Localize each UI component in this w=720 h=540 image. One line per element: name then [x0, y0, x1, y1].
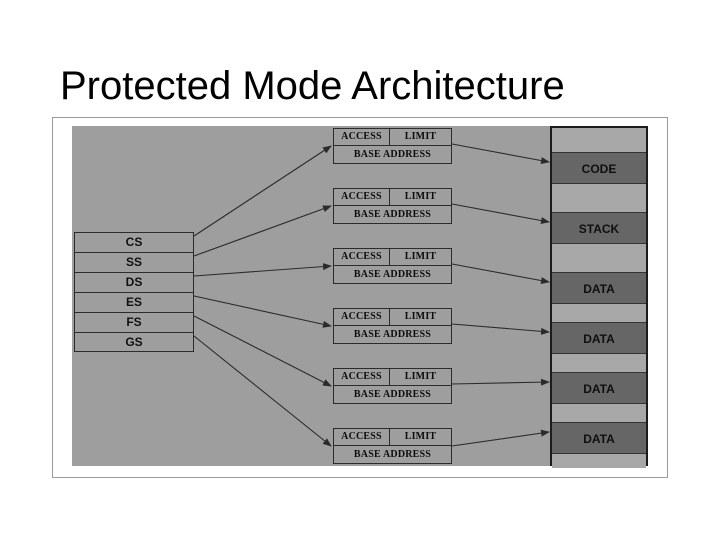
arrow-descriptor-3-to-data-1 — [451, 263, 550, 284]
arrow-descriptor-2-to-stack — [451, 203, 550, 224]
descriptor-header-row: ACCESS LIMIT — [334, 249, 451, 266]
segment-register-block: CS SS DS ES FS GS — [74, 232, 194, 352]
arrow-ds-to-descriptor-3 — [193, 263, 332, 277]
physical-memory-column: CODE STACK DATA DATA DATA DATA — [550, 126, 648, 468]
descriptor-base-address-field: BASE ADDRESS — [353, 329, 432, 340]
memory-segment-label: STACK — [578, 222, 620, 236]
memory-free-block — [552, 184, 646, 212]
descriptor-header-row: ACCESS LIMIT — [334, 309, 451, 326]
arrow-es-to-descriptor-4 — [193, 295, 332, 328]
memory-free-block — [552, 354, 646, 372]
sidebar-item-fs[interactable]: FS — [75, 313, 193, 333]
memory-segment-label: DATA — [583, 282, 615, 296]
descriptor-header-row: ACCESS LIMIT — [334, 369, 451, 386]
descriptor-table-1[interactable]: ACCESS LIMIT BASE ADDRESS — [333, 128, 452, 164]
memory-free-block — [552, 454, 646, 468]
descriptor-access-field: ACCESS — [334, 249, 390, 265]
descriptor-limit-field: LIMIT — [404, 431, 437, 442]
descriptor-access-field: ACCESS — [334, 129, 390, 145]
descriptor-header-row: ACCESS LIMIT — [334, 129, 451, 146]
descriptor-table-3[interactable]: ACCESS LIMIT BASE ADDRESS — [333, 248, 452, 284]
descriptor-table-4[interactable]: ACCESS LIMIT BASE ADDRESS — [333, 308, 452, 344]
descriptor-base-address-field: BASE ADDRESS — [353, 449, 432, 460]
sidebar-item-cs[interactable]: CS — [75, 233, 193, 253]
arrow-ss-to-descriptor-2 — [193, 205, 332, 257]
descriptor-table-5[interactable]: ACCESS LIMIT BASE ADDRESS — [333, 368, 452, 404]
arrow-cs-to-descriptor-1 — [193, 145, 332, 237]
descriptor-table-2[interactable]: ACCESS LIMIT BASE ADDRESS — [333, 188, 452, 224]
descriptor-limit-field: LIMIT — [404, 311, 437, 322]
sidebar-item-es[interactable]: ES — [75, 293, 193, 313]
memory-free-block — [552, 244, 646, 272]
descriptor-limit-field: LIMIT — [404, 191, 437, 202]
descriptor-access-field: ACCESS — [334, 369, 390, 385]
sidebar-item-ss[interactable]: SS — [75, 253, 193, 273]
memory-segment-label: DATA — [583, 332, 615, 346]
descriptor-header-row: ACCESS LIMIT — [334, 429, 451, 446]
descriptor-limit-field: LIMIT — [404, 251, 437, 262]
descriptor-base-address-field: BASE ADDRESS — [353, 269, 432, 280]
descriptor-access-field: ACCESS — [334, 189, 390, 205]
descriptor-base-address-field: BASE ADDRESS — [353, 389, 432, 400]
memory-segment-label: DATA — [583, 432, 615, 446]
memory-segment-label: DATA — [583, 382, 615, 396]
memory-segment-data-2[interactable]: DATA — [552, 322, 646, 354]
arrow-descriptor-6-to-data-4 — [451, 429, 550, 447]
memory-segment-stack[interactable]: STACK — [552, 212, 646, 244]
memory-free-block — [552, 304, 646, 322]
memory-segment-code[interactable]: CODE — [552, 152, 646, 184]
memory-segment-label: CODE — [581, 162, 617, 176]
arrow-gs-to-descriptor-6 — [193, 335, 332, 447]
descriptor-base-address-field: BASE ADDRESS — [353, 149, 432, 160]
sidebar-item-gs[interactable]: GS — [125, 335, 143, 349]
connector-arrows — [193, 143, 550, 447]
memory-segment-data-1[interactable]: DATA — [552, 272, 646, 304]
descriptor-limit-field: LIMIT — [404, 131, 437, 142]
memory-segment-data-4[interactable]: DATA — [552, 422, 646, 454]
arrow-descriptor-5-to-data-3 — [451, 378, 550, 386]
descriptor-access-field: ACCESS — [334, 309, 390, 325]
descriptor-table-6[interactable]: ACCESS LIMIT BASE ADDRESS — [333, 428, 452, 464]
arrow-fs-to-descriptor-5 — [193, 315, 332, 387]
descriptor-base-address-field: BASE ADDRESS — [353, 209, 432, 220]
descriptor-limit-field: LIMIT — [404, 371, 437, 382]
memory-segment-data-3[interactable]: DATA — [552, 372, 646, 404]
descriptor-access-field: ACCESS — [334, 429, 390, 445]
arrow-descriptor-4-to-data-2 — [451, 323, 550, 335]
memory-free-block — [552, 128, 646, 152]
arrow-descriptor-1-to-code — [451, 143, 550, 164]
page-title: Protected Mode Architecture — [60, 64, 565, 108]
descriptor-header-row: ACCESS LIMIT — [334, 189, 451, 206]
sidebar-item-ds[interactable]: DS — [75, 273, 193, 293]
memory-free-block — [552, 404, 646, 422]
